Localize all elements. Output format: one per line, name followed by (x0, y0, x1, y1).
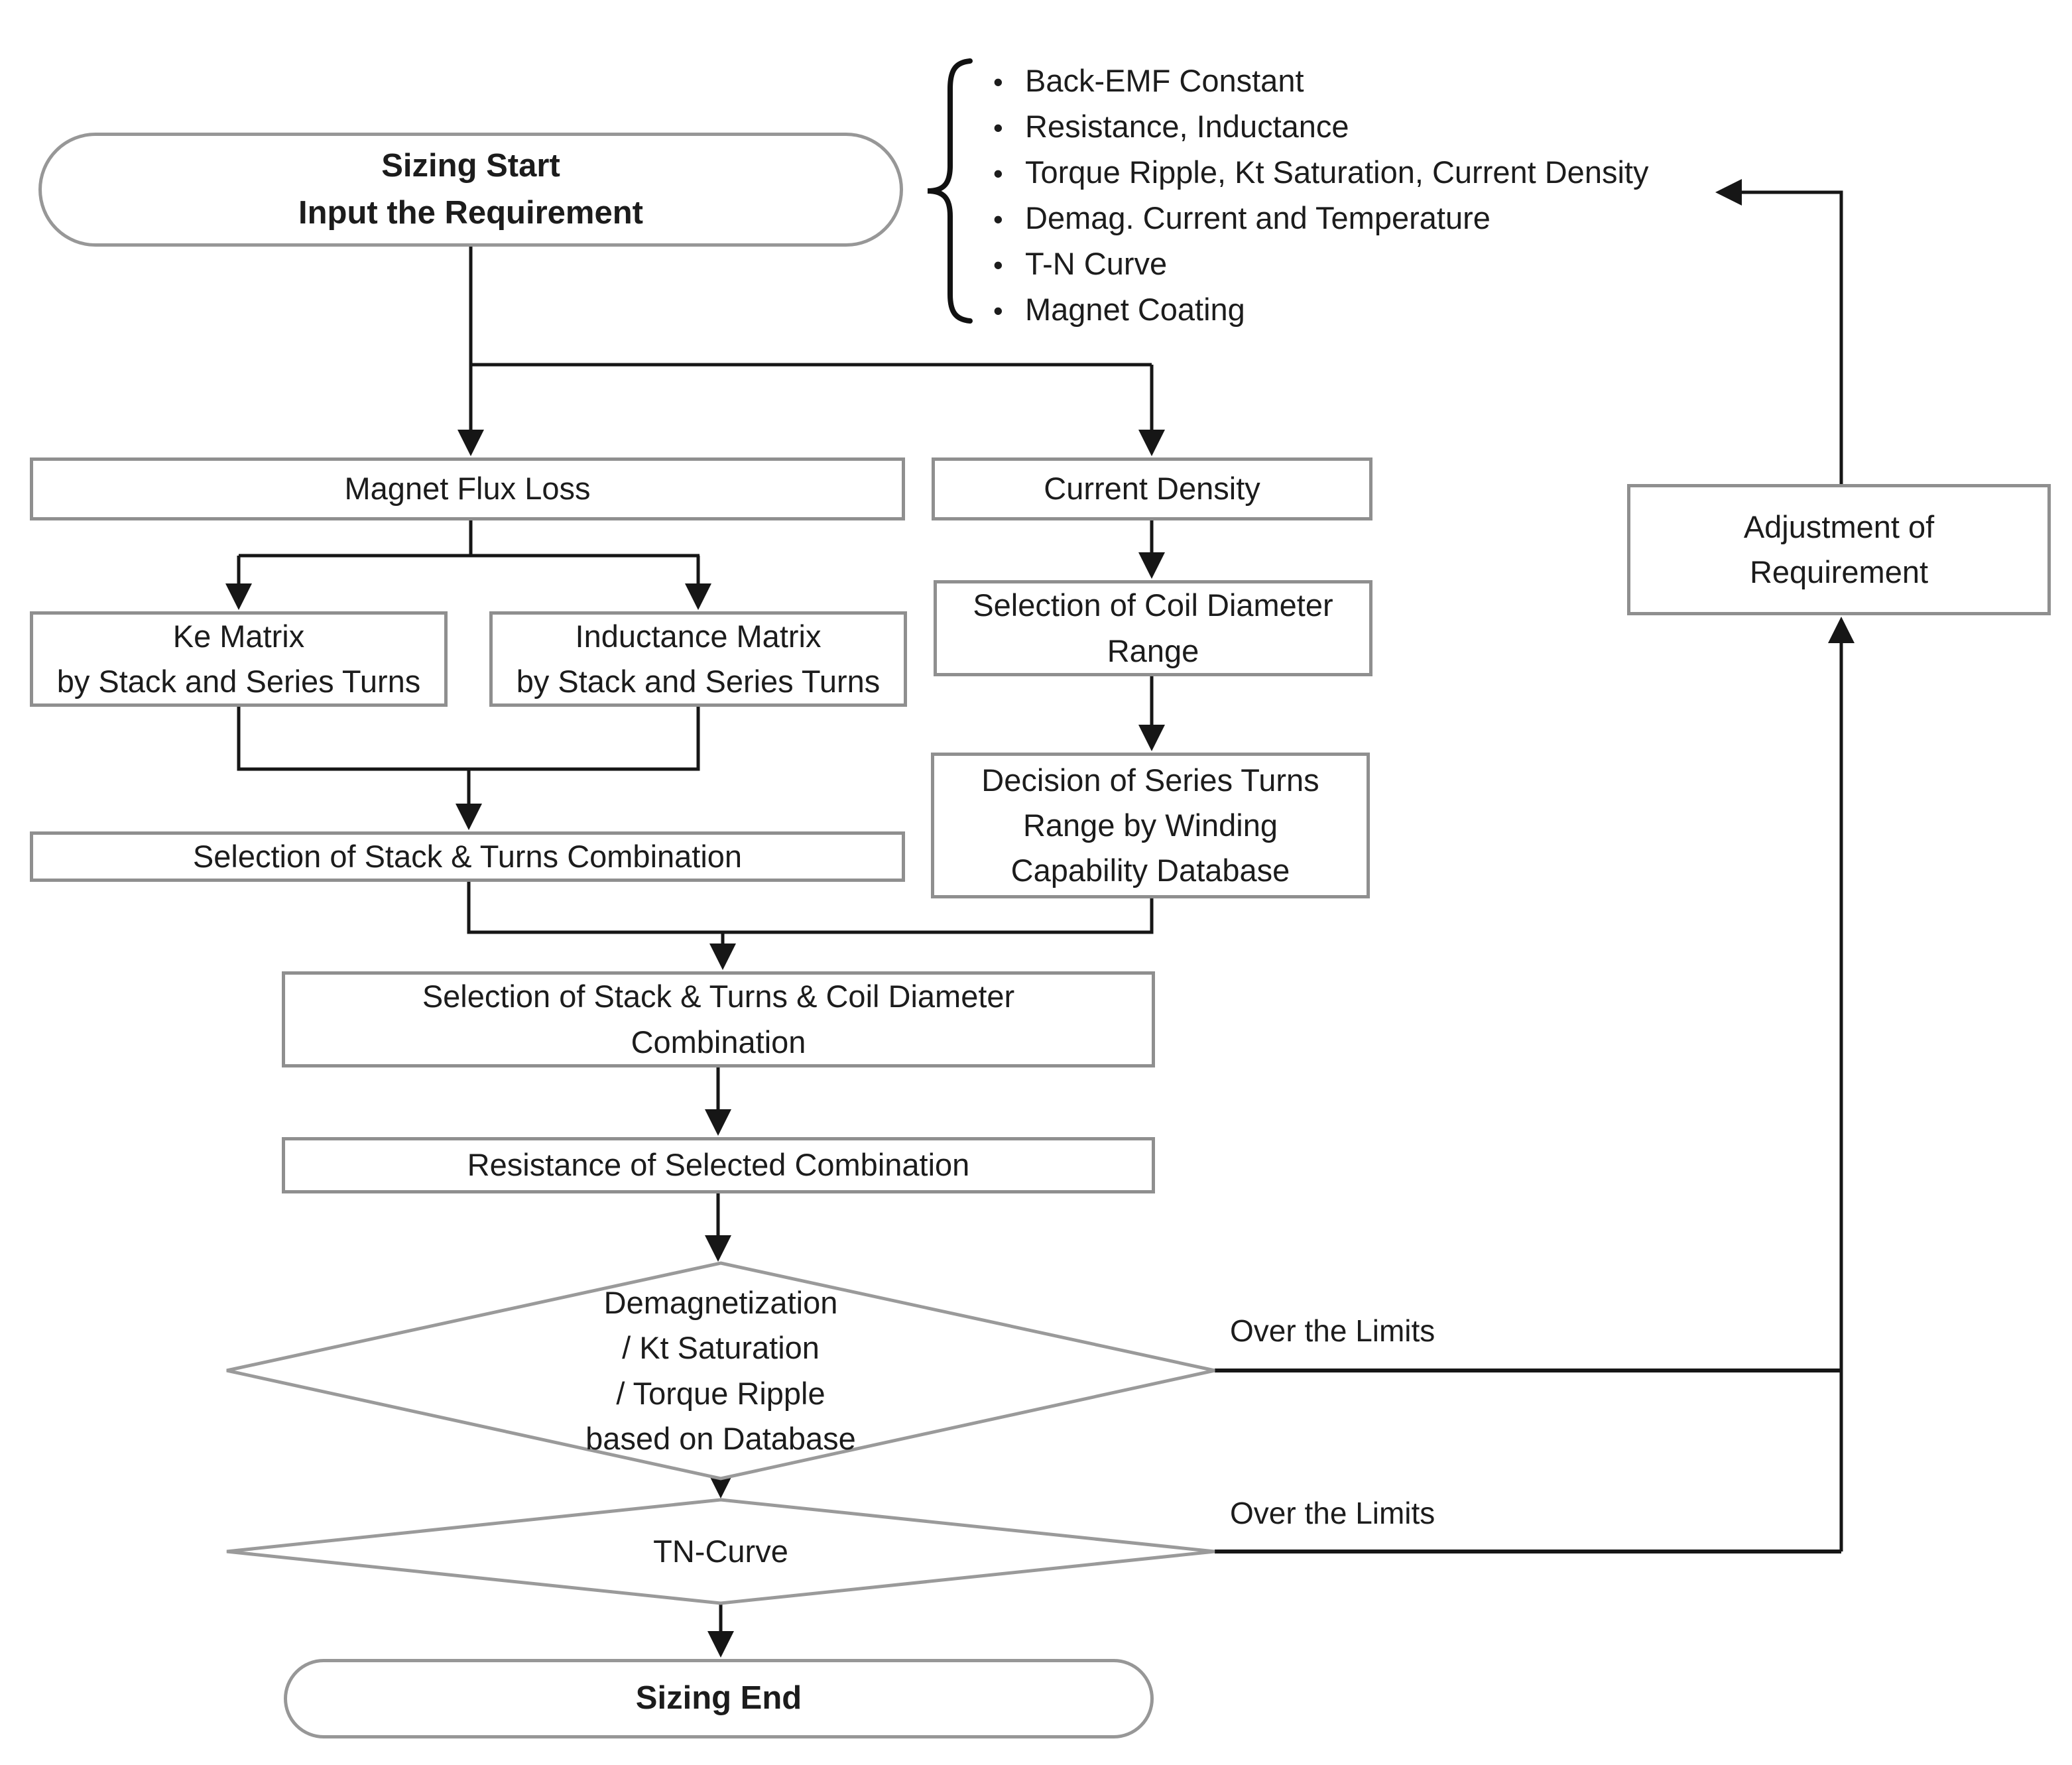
node-magnet-flux-loss: Magnet Flux Loss (30, 457, 905, 520)
node-sizing-end: Sizing End (284, 1659, 1154, 1738)
node-adjustment-requirement: Adjustment of Requirement (1627, 484, 2051, 615)
edge-columns-join (467, 882, 1154, 934)
node-coil-diameter-range: Selection of Coil Diameter Range (934, 580, 1372, 676)
node-inductance-matrix: Inductance Matrix by Stack and Series Tu… (489, 611, 907, 707)
tn-curve-diamond (226, 1498, 1215, 1605)
requirement-item: T-N Curve (993, 241, 1776, 287)
edge-label-over-limits-demag: Over the Limits (1230, 1313, 1435, 1348)
edge-label-over-limits-tn: Over the Limits (1230, 1496, 1435, 1530)
requirement-item: Demag. Current and Temperature (993, 196, 1776, 241)
node-resistance-selected: Resistance of Selected Combination (282, 1137, 1155, 1193)
edge-magnet-split (239, 520, 700, 558)
node-decision-series-turns: Decision of Series Turns Range by Windin… (931, 753, 1370, 898)
node-demag-check-label: Demagnetization / Kt Saturation / Torque… (585, 1285, 856, 1456)
edge-matrix-merge (237, 707, 700, 771)
demag-check-diamond (226, 1261, 1215, 1481)
requirement-item: Resistance, Inductance (993, 104, 1776, 150)
node-selection-stack-turns-coil: Selection of Stack & Turns & Coil Diamet… (282, 971, 1155, 1067)
brace-requirements-icon (927, 58, 973, 324)
node-sizing-start: Sizing Start Input the Requirement (38, 133, 903, 247)
node-tn-curve-label: TN-Curve (653, 1533, 788, 1569)
node-selection-stack-turns: Selection of Stack & Turns Combination (30, 831, 905, 882)
requirement-item: Back-EMF Constant (993, 58, 1776, 104)
node-current-density: Current Density (932, 457, 1372, 520)
requirements-list: Back-EMF Constant Resistance, Inductance… (993, 58, 1776, 333)
requirement-item: Torque Ripple, Kt Saturation, Current De… (993, 150, 1776, 196)
requirement-item: Magnet Coating (993, 287, 1776, 333)
node-ke-matrix: Ke Matrix by Stack and Series Turns (30, 611, 448, 707)
